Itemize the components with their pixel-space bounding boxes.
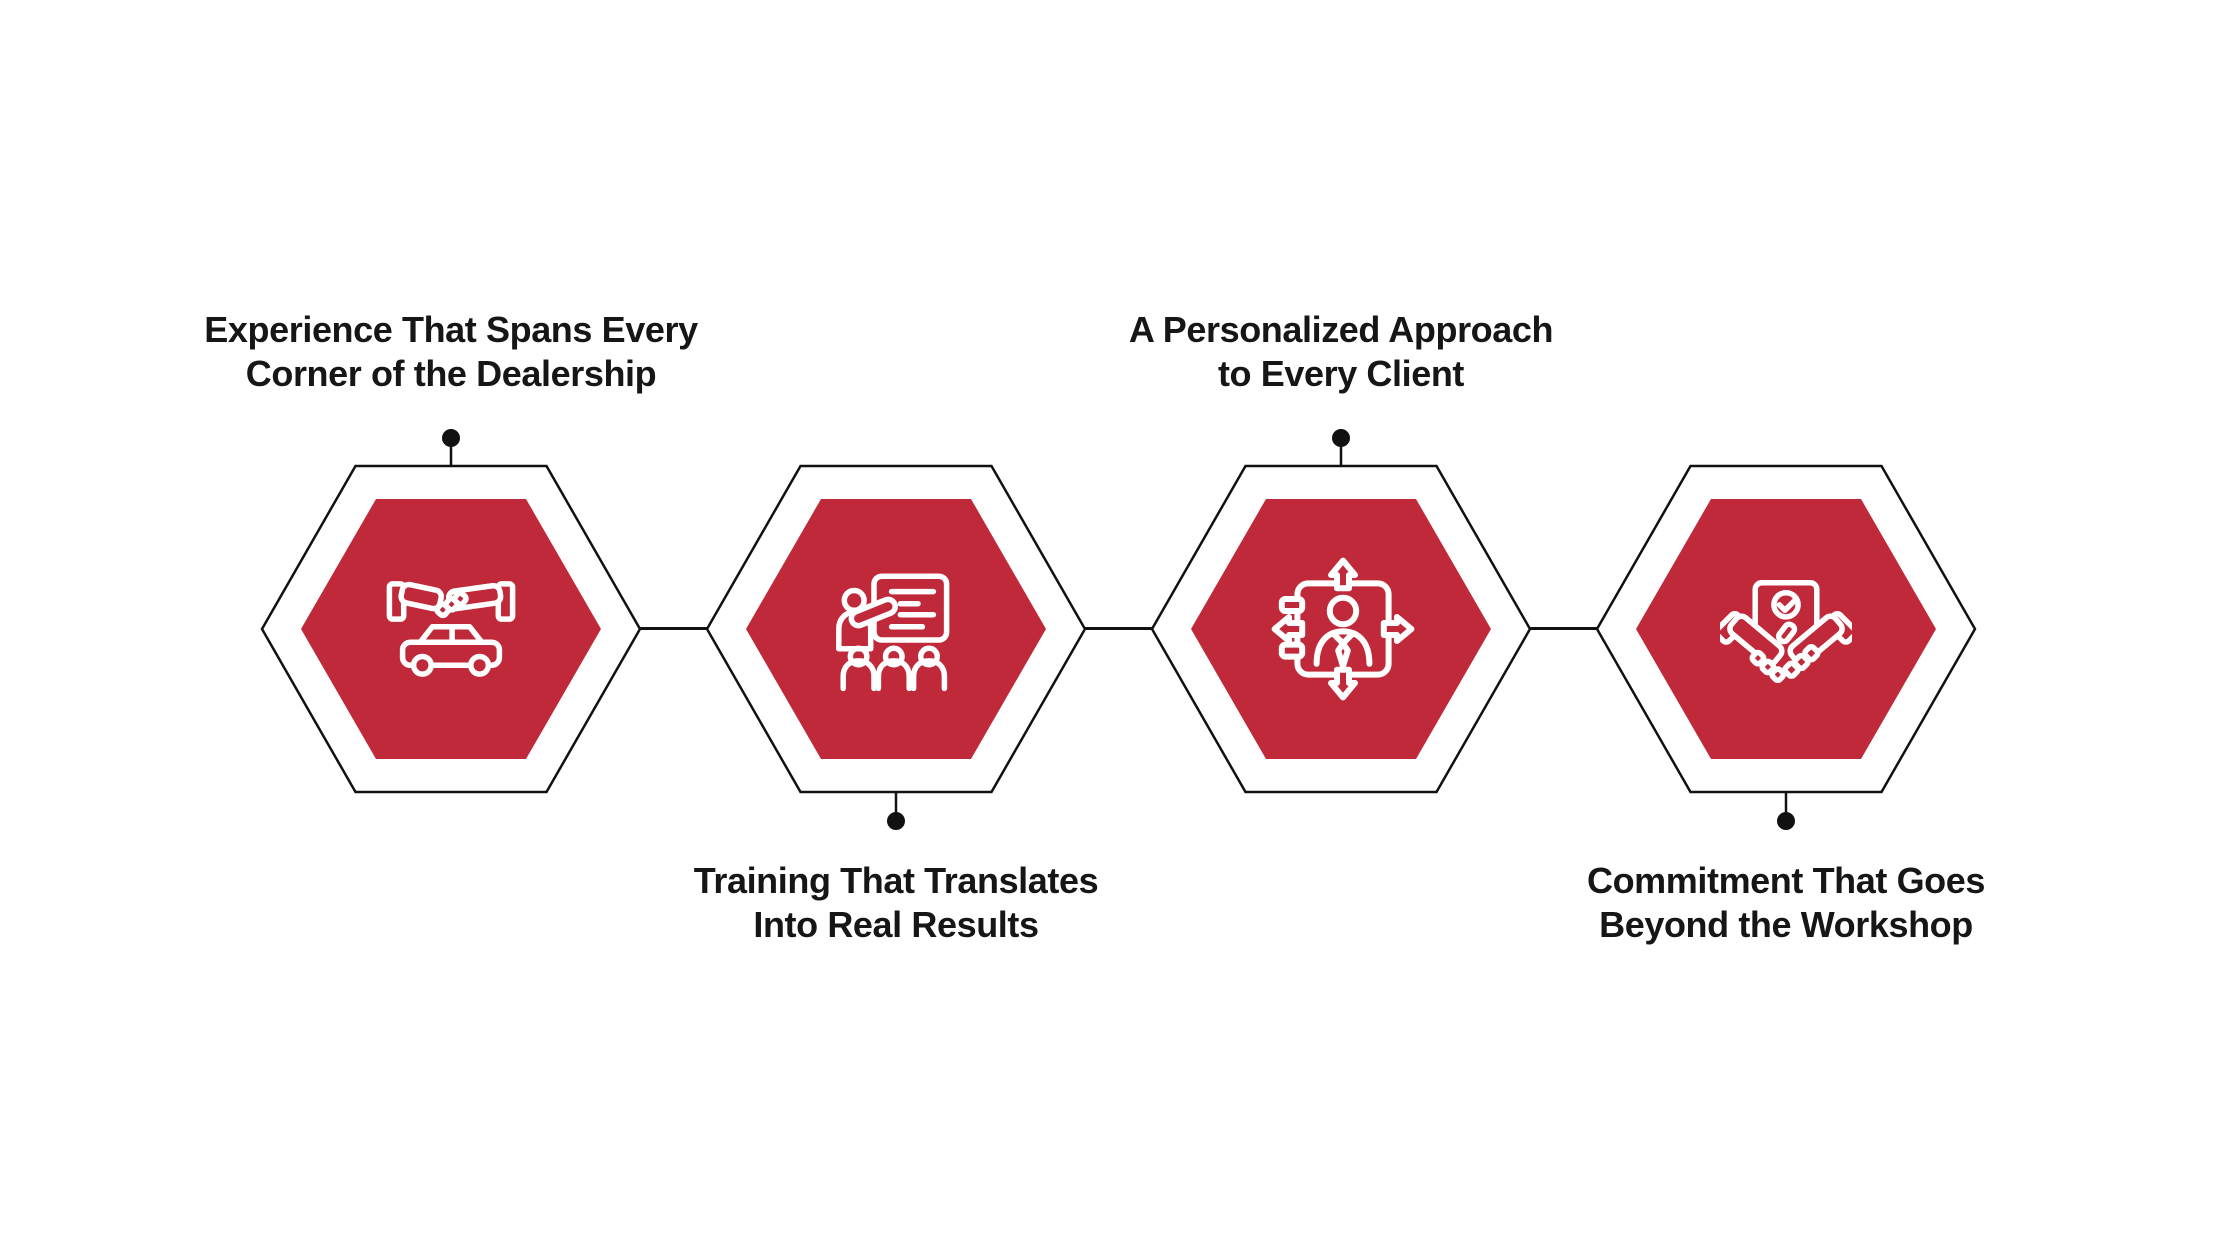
handshake-car-icon xyxy=(386,581,516,677)
connector-dot xyxy=(887,812,905,830)
stem-dot-bottom xyxy=(887,793,905,830)
stem-dot-top xyxy=(1332,429,1350,466)
step-title-personalized: A Personalized Approach to Every Client xyxy=(1041,308,1641,396)
handshake-certificate-icon xyxy=(1720,580,1852,684)
step-title-line: Training That Translates xyxy=(693,860,1099,901)
training-presentation-icon xyxy=(836,573,950,692)
connector-dot xyxy=(442,429,460,447)
step-title-line: Into Real Results xyxy=(753,904,1039,945)
step-title-line: A Personalized Approach xyxy=(1128,309,1554,350)
step-title-experience: Experience That Spans Every Corner of th… xyxy=(151,308,751,396)
step-title-line: Beyond the Workshop xyxy=(1599,904,1973,945)
connector-line xyxy=(640,627,707,630)
connector-line xyxy=(1085,627,1152,630)
connector-dot xyxy=(1777,812,1795,830)
step-title-line: Experience That Spans Every xyxy=(204,309,698,350)
stem-dot-bottom xyxy=(1777,793,1795,830)
personalized-process-icon xyxy=(1271,557,1415,701)
step-title-line: Commitment That Goes xyxy=(1586,860,1986,901)
connector-line xyxy=(1530,627,1597,630)
step-title-line: Corner of the Dealership xyxy=(245,353,657,394)
step-title-line: to Every Client xyxy=(1217,353,1465,394)
step-title-commitment: Commitment That Goes Beyond the Workshop xyxy=(1486,859,2086,947)
step-title-training: Training That Translates Into Real Resul… xyxy=(596,859,1196,947)
stem-dot-top xyxy=(442,429,460,466)
connector-dot xyxy=(1332,429,1350,447)
